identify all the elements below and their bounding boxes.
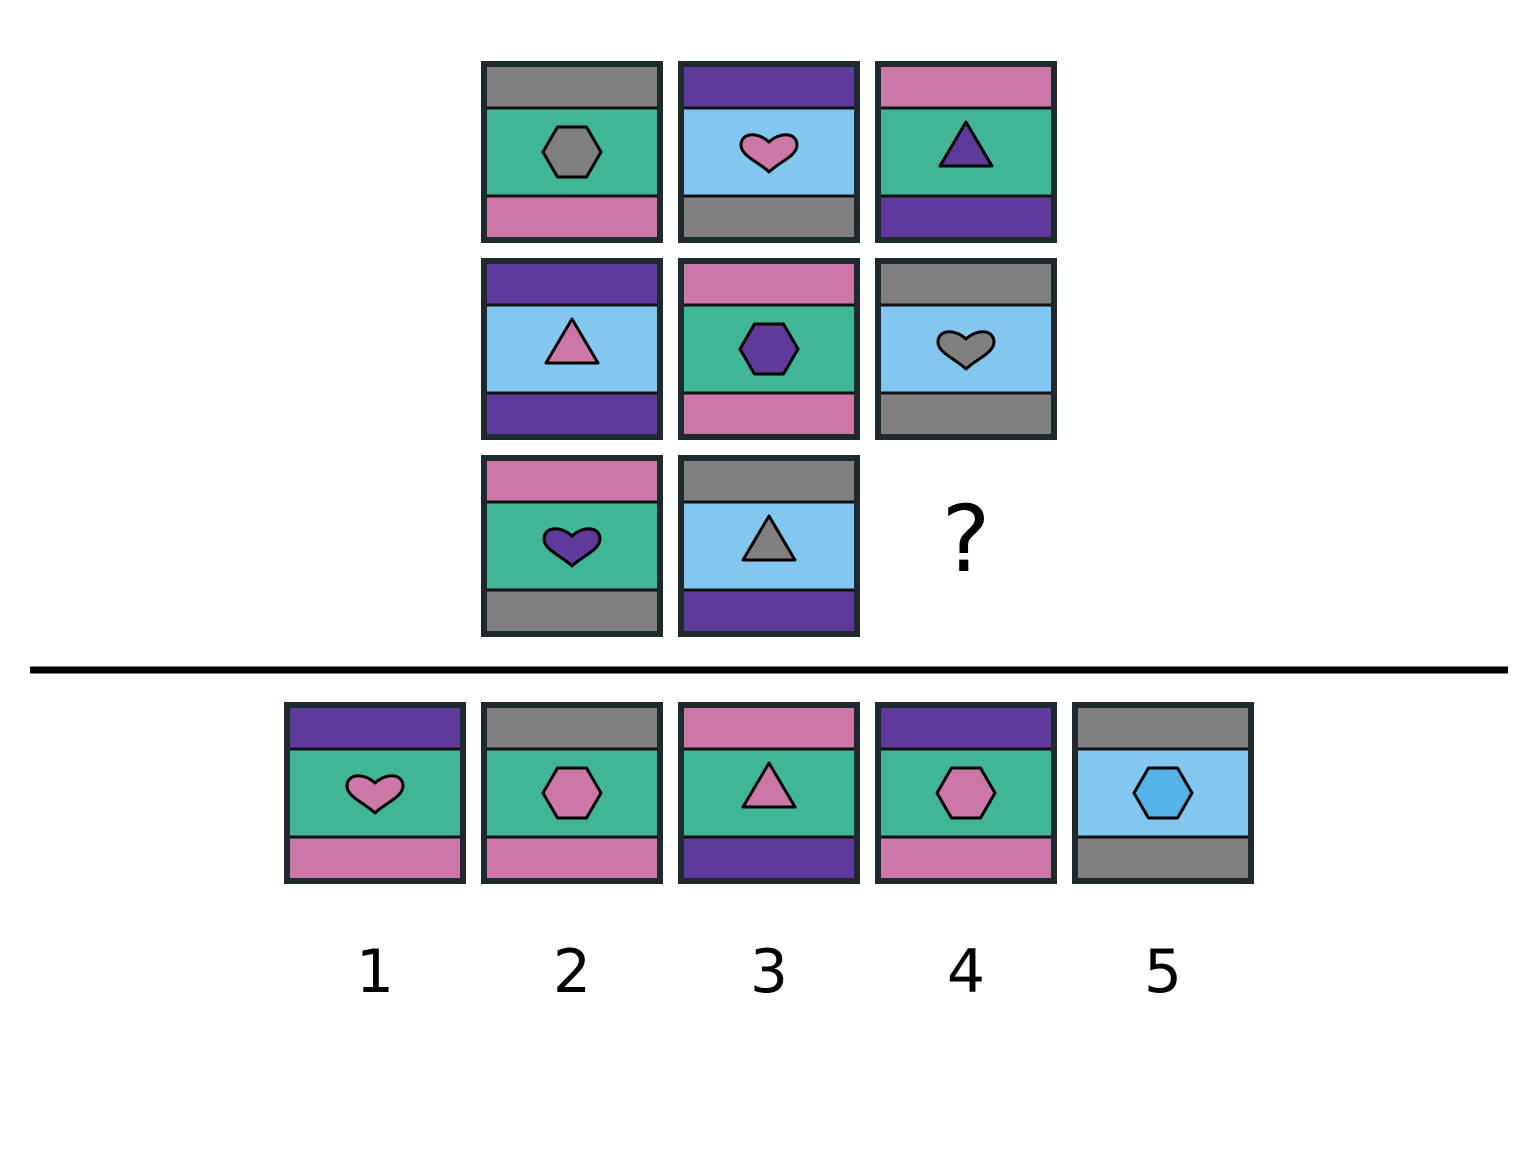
matrix-cell-r2-c2 (678, 258, 860, 440)
card-top-band (482, 456, 662, 504)
matrix-grid (481, 61, 1057, 637)
card-frame (481, 258, 663, 440)
heart-icon (345, 774, 405, 815)
hexagon-icon (935, 766, 997, 820)
option-label-5: 5 (1143, 937, 1183, 1007)
matrix-cell-r2-c3 (875, 258, 1057, 440)
matrix-cell-r3-c1 (481, 455, 663, 637)
card-top-band (482, 62, 662, 110)
card-bottom-band (482, 194, 662, 242)
card-top-band (679, 456, 859, 504)
option-label-4: 4 (946, 937, 986, 1007)
missing-cell-question-mark: ? (941, 486, 991, 593)
card-top-band (876, 703, 1056, 751)
card-top-band (679, 62, 859, 110)
option-card-2[interactable] (481, 702, 663, 884)
card-top-band (482, 259, 662, 307)
matrix-cell-r3-c2 (678, 455, 860, 637)
heart-icon (936, 330, 996, 371)
card-frame (678, 61, 860, 243)
card-frame (875, 258, 1057, 440)
card-frame (284, 702, 466, 884)
card-frame (678, 702, 860, 884)
card-bottom-band (876, 391, 1056, 439)
card-top-band (679, 259, 859, 307)
option-label-3: 3 (749, 937, 789, 1007)
heart-icon (739, 133, 799, 174)
hexagon-icon (738, 322, 800, 376)
option-label-2: 2 (552, 937, 592, 1007)
card-top-band (679, 703, 859, 751)
card-bottom-band (876, 194, 1056, 242)
hexagon-icon (541, 125, 603, 179)
card-bottom-band (482, 391, 662, 439)
card-frame (678, 258, 860, 440)
card-bottom-band (679, 588, 859, 636)
option-card-1[interactable] (284, 702, 466, 884)
card-frame (1072, 702, 1254, 884)
matrix-cell-r2-c1 (481, 258, 663, 440)
option-label-1: 1 (355, 937, 395, 1007)
card-bottom-band (1073, 835, 1253, 883)
triangle-icon (544, 317, 600, 365)
hexagon-icon (1132, 766, 1194, 820)
card-bottom-band (876, 835, 1056, 883)
card-frame (875, 702, 1057, 884)
hexagon-icon (541, 766, 603, 820)
card-top-band (1073, 703, 1253, 751)
option-card-5[interactable] (1072, 702, 1254, 884)
card-top-band (482, 703, 662, 751)
answer-options (284, 702, 1254, 884)
card-bottom-band (679, 391, 859, 439)
card-frame (875, 61, 1057, 243)
card-frame (678, 455, 860, 637)
matrix-cell-r1-c2 (678, 61, 860, 243)
option-card-4[interactable] (875, 702, 1057, 884)
card-bottom-band (679, 835, 859, 883)
card-top-band (285, 703, 465, 751)
card-top-band (876, 259, 1056, 307)
matrix-cell-r1-c1 (481, 61, 663, 243)
option-card-3[interactable] (678, 702, 860, 884)
triangle-icon (741, 514, 797, 562)
card-frame (481, 702, 663, 884)
matrix-cell-r1-c3 (875, 61, 1057, 243)
card-top-band (876, 62, 1056, 110)
card-bottom-band (482, 588, 662, 636)
triangle-icon (741, 761, 797, 809)
heart-icon (542, 527, 602, 568)
card-bottom-band (679, 194, 859, 242)
card-frame (481, 455, 663, 637)
card-bottom-band (285, 835, 465, 883)
card-bottom-band (482, 835, 662, 883)
card-frame (481, 61, 663, 243)
triangle-icon (938, 120, 994, 168)
